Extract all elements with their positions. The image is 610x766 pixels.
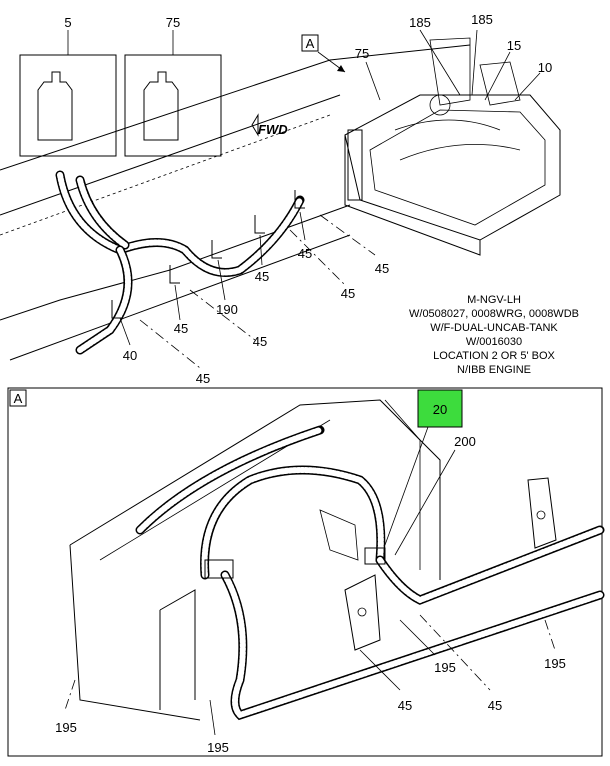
highlight-callout-box xyxy=(417,389,463,428)
note-line: M-NGV-LH xyxy=(467,294,521,306)
callout-45-e: 45 xyxy=(341,286,355,301)
callout-5: 5 xyxy=(64,15,71,30)
callout-75-bottle: 75 xyxy=(166,15,180,30)
detail-view-label-box xyxy=(9,389,27,407)
applicability-note: M-NGV-LH W/0508027, 0008WRG, 0008WDB W/F… xyxy=(409,294,579,376)
callout-45-detail-b: 45 xyxy=(488,698,502,713)
callout-195-a: 195 xyxy=(55,720,77,735)
callout-45-c: 45 xyxy=(298,246,312,261)
view-ref-label: A xyxy=(306,36,315,51)
fuel-tank-assembly xyxy=(344,37,561,256)
detail-brackets xyxy=(204,477,557,651)
note-line: W/F-DUAL-UNCAB-TANK xyxy=(430,322,558,334)
callout-45-f: 45 xyxy=(253,334,267,349)
callout-40: 40 xyxy=(123,348,137,363)
fwd-arrow-icon xyxy=(251,113,259,137)
callout-185-b: 185 xyxy=(471,12,493,27)
callout-75-tank: 75 xyxy=(355,46,369,61)
note-line: N/IBB ENGINE xyxy=(457,364,531,376)
callout-45-b: 45 xyxy=(255,269,269,284)
callout-15: 15 xyxy=(507,38,521,53)
callout-190: 190 xyxy=(216,302,238,317)
callout-45-d: 45 xyxy=(375,261,389,276)
view-ref-box xyxy=(301,34,319,52)
note-line: LOCATION 2 OR 5' BOX xyxy=(433,350,555,362)
detail-view-label: A xyxy=(14,391,23,406)
callout-45-g: 45 xyxy=(196,371,210,386)
callout-20: 20 xyxy=(433,402,447,417)
wire-harness-top xyxy=(55,170,305,355)
callout-45-a: 45 xyxy=(174,321,188,336)
callout-200: 200 xyxy=(454,434,476,449)
callout-195-b: 195 xyxy=(207,740,229,755)
callout-45-detail-a: 45 xyxy=(398,698,412,713)
note-line: W/0016030 xyxy=(466,336,522,348)
fwd-label: FWD xyxy=(258,122,288,137)
frame-rail xyxy=(0,44,471,361)
arrow-head-icon xyxy=(337,65,345,72)
bottle-icon xyxy=(143,71,179,141)
detail-view-frame xyxy=(7,387,603,757)
bottle-icon xyxy=(37,71,73,141)
detail-wire-harness xyxy=(135,425,605,721)
clip-brackets xyxy=(111,190,305,319)
bottle-box-right xyxy=(124,30,222,157)
bottle-box-left xyxy=(19,30,117,157)
callout-195-d: 195 xyxy=(544,656,566,671)
callout-10: 10 xyxy=(538,60,552,75)
note-line: W/0508027, 0008WRG, 0008WDB xyxy=(409,308,579,320)
callout-185-a: 185 xyxy=(409,15,431,30)
callout-195-c: 195 xyxy=(434,660,456,675)
